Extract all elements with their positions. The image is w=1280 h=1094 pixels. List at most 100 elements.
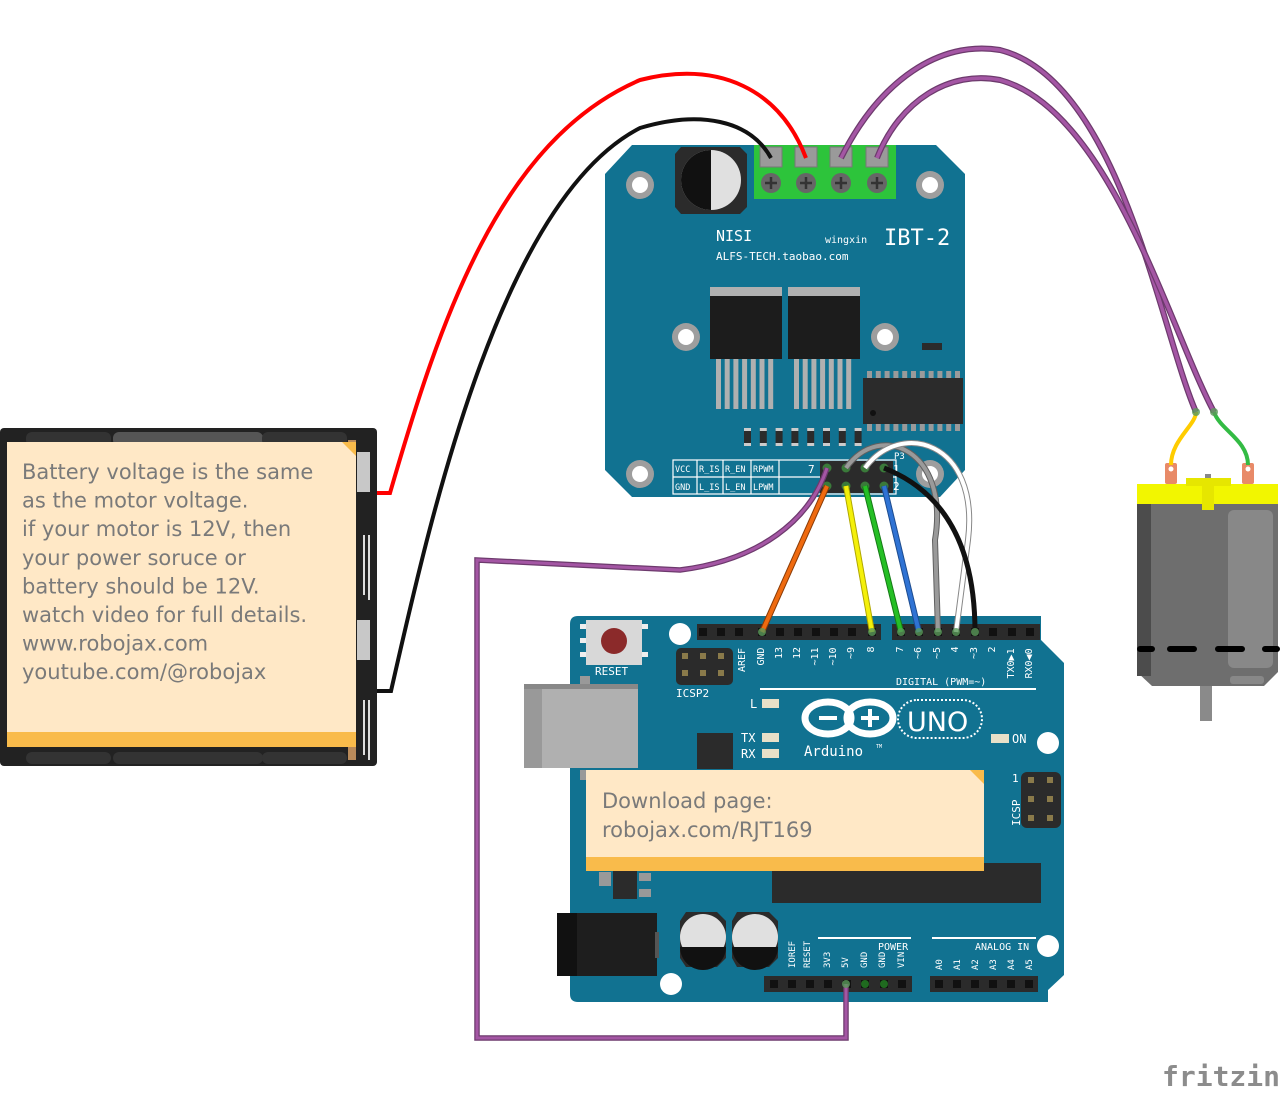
wire-endpoint[interactable] <box>971 628 979 636</box>
driver-brand: NISI <box>716 227 752 245</box>
power-pin-label: GND <box>860 952 870 968</box>
led-on-label: ON <box>1012 732 1026 746</box>
header-socket[interactable] <box>1008 628 1016 636</box>
header-label-p3: P3 <box>894 452 905 462</box>
pin-label: R_EN <box>725 465 745 475</box>
wire-endpoint[interactable] <box>897 628 905 636</box>
analog-pin-label: A1 <box>953 959 963 970</box>
header-socket[interactable] <box>848 628 856 636</box>
digital-header-low[interactable] <box>892 624 1040 640</box>
battery-note-line: www.robojax.com <box>22 632 208 656</box>
pin-label: LPWM <box>753 483 773 493</box>
dc-motor[interactable] <box>1137 411 1280 721</box>
wire-endpoint[interactable] <box>758 628 766 636</box>
wire-endpoint[interactable] <box>842 980 850 988</box>
header-socket[interactable] <box>770 980 778 988</box>
power-pin-label: 3V3 <box>823 952 833 968</box>
motor-terminal-1[interactable] <box>1165 463 1177 484</box>
wire-endpoint[interactable] <box>868 628 876 636</box>
digital-pin-label: 7 <box>895 646 906 652</box>
voltage-regulator <box>599 871 651 899</box>
capacitors <box>680 912 778 970</box>
header-socket[interactable] <box>717 628 725 636</box>
battery-note-line: as the motor voltage. <box>22 489 248 513</box>
pin-number-7: 7 <box>808 463 815 476</box>
led-l <box>762 699 779 708</box>
header-socket[interactable] <box>898 980 906 988</box>
icsp2-header <box>676 648 733 685</box>
fritzing-watermark: fritzing <box>1162 1060 1280 1093</box>
power-pin-label: GND <box>878 952 888 968</box>
led-l-label: L <box>750 697 757 711</box>
trademark: TM <box>876 744 882 750</box>
header-socket[interactable] <box>830 628 838 636</box>
header-socket[interactable] <box>1025 980 1033 988</box>
header-socket[interactable] <box>788 980 796 988</box>
wire-endpoint[interactable] <box>1210 408 1218 416</box>
chip-16u2 <box>697 733 733 769</box>
header-socket[interactable] <box>971 980 979 988</box>
download-note-line: Download page: <box>602 789 773 813</box>
analog-header[interactable] <box>930 976 1038 992</box>
header-socket[interactable] <box>735 628 743 636</box>
wire-endpoint[interactable] <box>952 628 960 636</box>
power-pin-label: IOREF <box>788 941 798 968</box>
battery-negative-terminal[interactable] <box>357 620 370 660</box>
pin-number-1: 1 <box>893 463 900 476</box>
screw-terminal-motor[interactable] <box>824 145 896 199</box>
driver-ic <box>863 371 963 431</box>
wire-endpoint[interactable] <box>1192 408 1200 416</box>
header-socket[interactable] <box>776 628 784 636</box>
header-socket[interactable] <box>806 980 814 988</box>
power-pin-label: RESET <box>803 940 813 968</box>
dc-power-jack[interactable] <box>557 913 659 976</box>
header-socket[interactable] <box>699 628 707 636</box>
header-socket[interactable] <box>989 628 997 636</box>
led-rx-label: RX <box>741 747 756 761</box>
analog-pin-label: A5 <box>1025 959 1035 970</box>
digital-pin-label: 2 <box>987 646 998 652</box>
wire-black-battery-negative[interactable] <box>377 117 773 693</box>
led-tx <box>762 733 779 742</box>
wires <box>377 45 1217 1041</box>
download-note-line: robojax.com/RJT169 <box>602 818 813 842</box>
header-socket[interactable] <box>794 628 802 636</box>
usb-connector[interactable] <box>524 676 638 780</box>
icsp-label: ICSP <box>1010 799 1023 826</box>
pin-label: VCC <box>675 465 690 475</box>
screw-terminal-power[interactable] <box>754 145 824 199</box>
wire-endpoint[interactable] <box>915 628 923 636</box>
header-socket[interactable] <box>953 980 961 988</box>
motor-lead-yellow <box>1169 411 1198 466</box>
download-note[interactable]: Download page: robojax.com/RJT169 <box>586 770 984 871</box>
header-socket[interactable] <box>989 980 997 988</box>
battery-positive-terminal[interactable] <box>357 452 370 492</box>
analog-pin-label: A0 <box>935 959 945 970</box>
icsp-pin1-label: 1 <box>1012 772 1019 785</box>
pin-number-2: 2 <box>893 480 900 493</box>
power-header[interactable] <box>764 976 912 992</box>
led-tx-label: TX <box>741 731 756 745</box>
motor-terminal-2[interactable] <box>1242 463 1254 484</box>
analog-pin-label: A2 <box>971 959 981 970</box>
battery-note-line: your power soruce or <box>22 546 246 570</box>
wire-red-battery-positive[interactable] <box>377 71 808 495</box>
digital-pin-label: 4 <box>950 646 961 652</box>
gnd-pin-highlight <box>880 980 888 988</box>
wire-endpoint[interactable] <box>934 628 942 636</box>
wire-black-rpwm[interactable] <box>883 465 978 633</box>
smd-resistor <box>922 343 942 350</box>
header-socket[interactable] <box>1007 980 1015 988</box>
reset-label: RESET <box>595 665 628 678</box>
header-socket[interactable] <box>935 980 943 988</box>
battery-note-line: battery should be 12V. <box>22 574 260 598</box>
header-socket[interactable] <box>812 628 820 636</box>
digital-pin-label: ~9 <box>846 647 857 659</box>
reset-button[interactable] <box>580 620 648 665</box>
digital-pin-label: RX0◀0 <box>1024 648 1035 678</box>
header-socket[interactable] <box>1026 628 1034 636</box>
header-socket[interactable] <box>824 980 832 988</box>
battery-note-line: if your motor is 12V, then <box>22 517 291 541</box>
